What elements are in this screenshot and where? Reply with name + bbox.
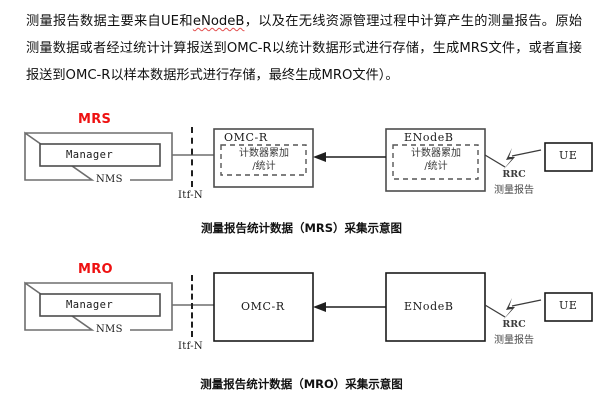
figure-mrs-canvas [24, 128, 593, 192]
itf-n-label: Itf-N [178, 190, 203, 201]
radio-link-right-segment [511, 149, 542, 157]
omc-inner-line-1: 计数器累加 [239, 148, 289, 159]
figure-mrs-tag: MRS [78, 112, 112, 127]
figure-mrs-caption: 测量报告统计数据（MRS）采集示意图 [200, 221, 403, 235]
radio-link-left-segment [484, 304, 506, 318]
ue-box-outline [544, 142, 593, 172]
enodeb-inner-line-2: /统计 [424, 161, 448, 172]
figure-mrs: MRS Manager NM [0, 112, 603, 242]
paragraph-part-1: 测量报告数据主要来自UE和 [26, 14, 193, 29]
omc-inner-line-2: /统计 [252, 161, 276, 172]
rrc-label: RRC [502, 169, 526, 180]
radio-link-right-segment [511, 299, 542, 307]
nms-label: NMS [96, 174, 123, 185]
itf-n-label: Itf-N [178, 341, 203, 352]
omc-box-outline [213, 272, 314, 342]
enodeb-omc-arrow-head [313, 302, 326, 312]
ue-title: UE [559, 299, 578, 312]
omc-inner-dashed-outline [220, 144, 307, 176]
enodeb-omc-arrow-head [313, 152, 326, 162]
ue-title: UE [559, 149, 578, 162]
figure-mro-tag: MRO [78, 262, 113, 277]
enodeb-inner-dashed-outline [392, 144, 479, 180]
figure-mro: MRO Manager NMS Itf-N OMC-R ENodeB RRC [0, 258, 603, 398]
itf-n-divider [191, 127, 193, 187]
lightning-bolt-icon [503, 298, 515, 320]
rrc-label: RRC [502, 319, 526, 330]
nms-label: NMS [96, 324, 123, 335]
enodeb-title: ENodeB [404, 300, 454, 313]
lightning-bolt-icon [503, 148, 515, 170]
figure-mro-caption: 测量报告统计数据（MRO）采集示意图 [200, 377, 403, 391]
radio-link-left-segment [484, 154, 506, 168]
omc-title: OMC-R [224, 131, 268, 144]
paragraph-part-2: ，以及在无线资源管理过程中计算产生的测量报告。原始测量数据或者经过统计计算报送到… [26, 14, 583, 83]
measurement-report-label: 测量报告 [494, 185, 534, 196]
omc-title: OMC-R [241, 300, 285, 313]
enodeb-inner-line-1: 计数器累加 [411, 148, 461, 159]
intro-paragraph: 测量报告数据主要来自UE和eNodeB，以及在无线资源管理过程中计算产生的测量报… [26, 8, 582, 89]
enodeb-box-outline [385, 128, 486, 192]
itf-n-divider [191, 275, 193, 337]
manager-label: Manager [66, 299, 114, 311]
manager-box-outline [39, 143, 161, 167]
enodeb-title: ENodeB [404, 131, 454, 144]
manager-label: Manager [66, 149, 114, 161]
manager-box-outline [39, 293, 161, 317]
misspelled-word-enodeb: eNodeB [192, 14, 245, 29]
omc-box-outline [213, 128, 314, 188]
figure-mro-canvas [24, 272, 593, 342]
ue-box-outline [544, 292, 593, 322]
enodeb-box-outline [385, 272, 486, 342]
measurement-report-label: 测量报告 [494, 335, 534, 346]
